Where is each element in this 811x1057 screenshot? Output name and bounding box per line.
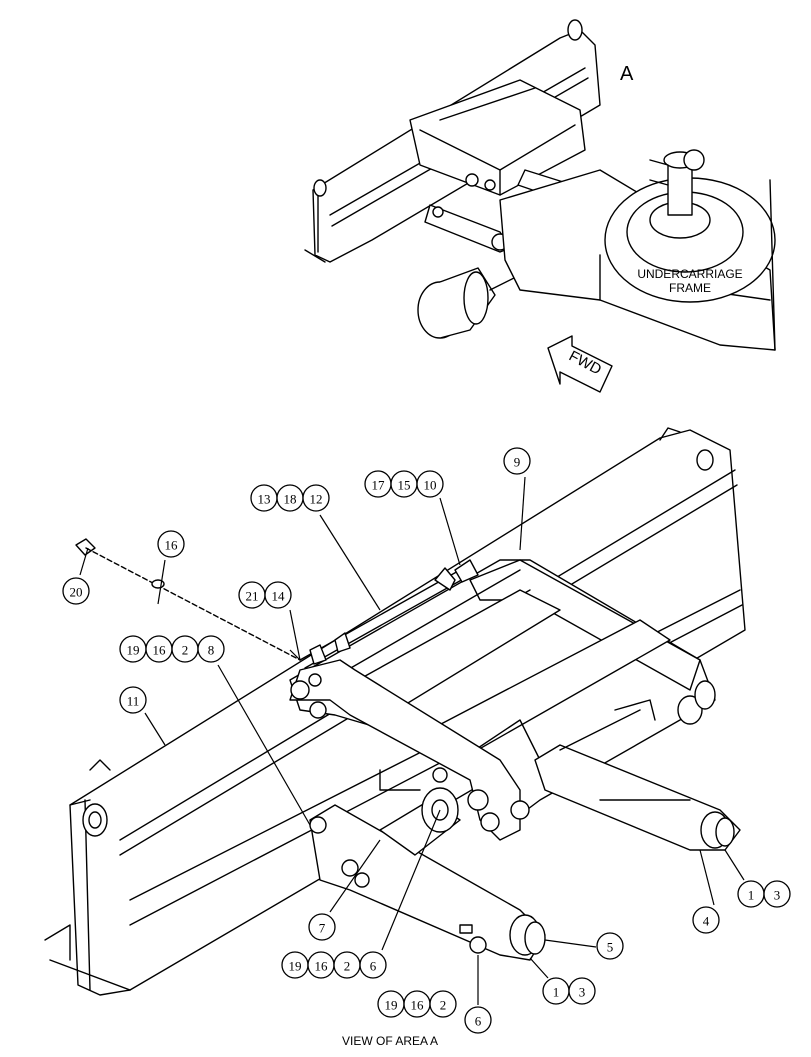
callout-bubble <box>197 635 225 663</box>
undercarriage-label-line2: FRAME <box>669 281 711 295</box>
callout-bubble <box>308 913 336 941</box>
callout-bubble <box>429 990 457 1018</box>
callout-bubble <box>359 951 387 979</box>
callout-number: 6 <box>475 1014 482 1029</box>
callout-number: 14 <box>272 589 286 604</box>
callout-number: 5 <box>607 940 614 955</box>
callout-number: 11 <box>127 694 140 709</box>
callout-number: 15 <box>398 478 411 493</box>
callout-number: 18 <box>284 492 297 507</box>
callout-bubble <box>157 530 185 558</box>
callout-number: 17 <box>372 478 386 493</box>
callout-number: 3 <box>579 985 586 1000</box>
callout-bubble <box>416 470 444 498</box>
callout-bubble <box>503 447 531 475</box>
callout-bubble <box>264 581 292 609</box>
callout-number: 3 <box>774 888 781 903</box>
callout-number: 1 <box>748 888 755 903</box>
callout-number: 8 <box>208 643 215 658</box>
view-label: A <box>620 63 634 85</box>
callout-bubble <box>62 577 90 605</box>
callout-number: 6 <box>370 959 377 974</box>
callout-number: 16 <box>315 959 329 974</box>
callout-number: 9 <box>514 455 521 470</box>
callout-bubble <box>302 484 330 512</box>
callout-number: 19 <box>385 998 398 1013</box>
callout-number: 2 <box>182 643 189 658</box>
callout-number: 2 <box>344 959 351 974</box>
leader-lines <box>79 476 745 1005</box>
callout-bubble <box>763 880 791 908</box>
main-illustration <box>44 427 746 996</box>
callout-bubble <box>692 906 720 934</box>
callout-number: 16 <box>411 998 425 1013</box>
callout-number: 20 <box>70 585 83 600</box>
callout-number: 10 <box>424 478 437 493</box>
callout-number: 4 <box>703 914 710 929</box>
callout-number: 1 <box>553 985 560 1000</box>
callout-number: 21 <box>246 589 259 604</box>
callout-bubble <box>119 686 147 714</box>
caption: VIEW OF AREA A <box>342 1034 438 1048</box>
callout-number: 16 <box>165 538 179 553</box>
fwd-arrow: FWD <box>547 335 613 393</box>
undercarriage-label-line1: UNDERCARRIAGE <box>637 267 742 281</box>
callout-bubble <box>596 932 624 960</box>
callout-number: 19 <box>289 959 302 974</box>
callout-number: 7 <box>319 921 326 936</box>
callout-number: 2 <box>440 998 447 1013</box>
callout-number: 13 <box>258 492 271 507</box>
overview-illustration: UNDERCARRIAGE FRAME FWD A <box>304 19 776 393</box>
callout-bubble <box>464 1006 492 1034</box>
callout-number: 19 <box>127 643 140 658</box>
callout-bubble <box>568 977 596 1005</box>
callout-number: 12 <box>310 492 323 507</box>
callout-number: 16 <box>153 643 167 658</box>
